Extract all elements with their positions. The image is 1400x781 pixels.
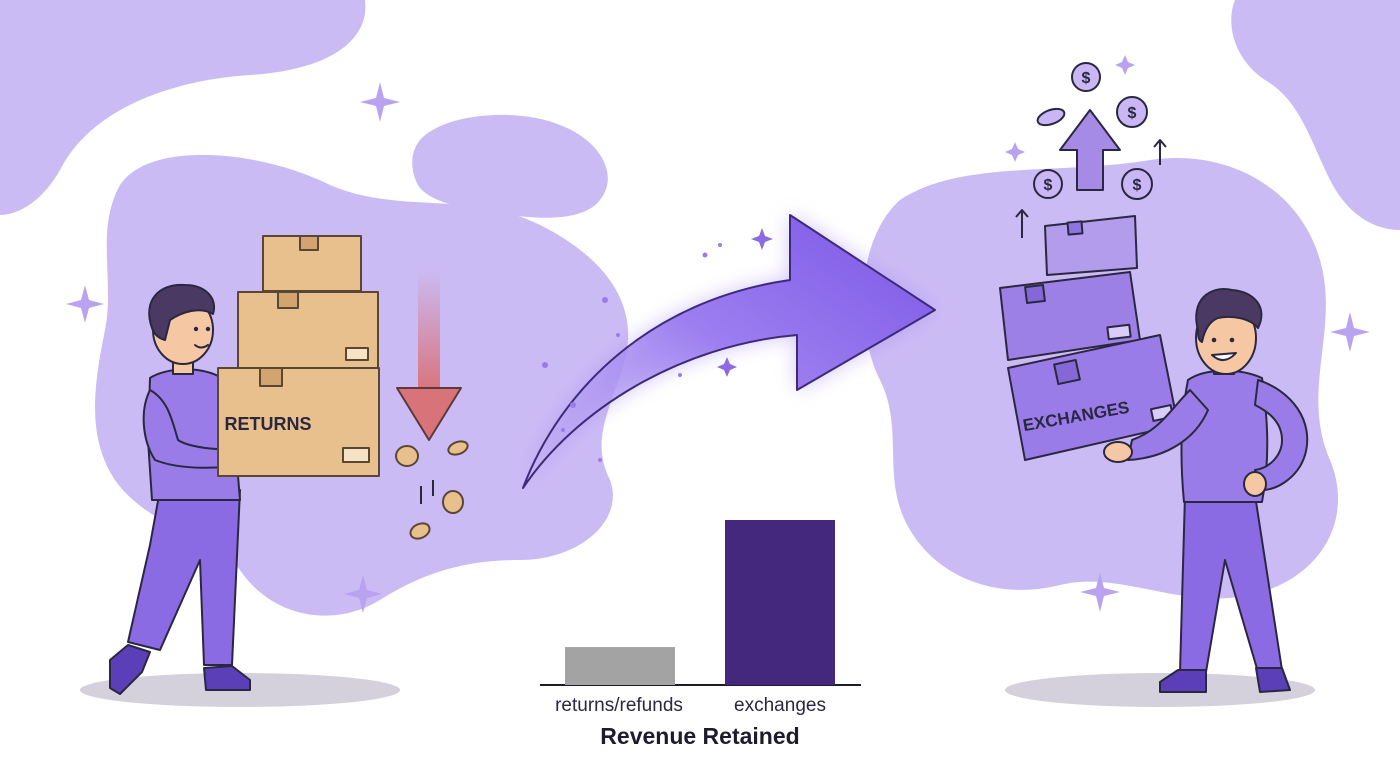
dollar-coin-icon	[1071, 62, 1101, 92]
bar-returns-refunds	[565, 647, 675, 685]
right-person-shoe	[1255, 667, 1291, 693]
left-person-eye	[193, 326, 199, 332]
coin-icon	[395, 445, 419, 467]
sparkle-icon	[717, 357, 737, 377]
left-person-eye	[205, 326, 211, 332]
dollar-sign: $	[1128, 105, 1137, 122]
revenue-gain-indicator: $ $ $ $	[1015, 62, 1167, 238]
dollar-sign: $	[1133, 177, 1142, 194]
small-up-arrow-icon	[1015, 209, 1029, 238]
down-arrow-shaft	[418, 270, 440, 392]
coin-icon	[1036, 107, 1066, 127]
right-person-hand	[1243, 471, 1267, 497]
box-tape	[1024, 283, 1046, 305]
right-person-shoe	[1159, 669, 1207, 693]
coin-icon	[447, 440, 469, 456]
box-tape	[277, 291, 299, 309]
box-tape	[299, 235, 319, 251]
box-top	[1044, 215, 1138, 276]
particle-dot	[561, 428, 565, 432]
particle-dot	[598, 458, 602, 462]
up-arrow-icon	[1059, 109, 1121, 191]
curved-arrow-icon	[522, 214, 936, 489]
dollar-sign: $	[1082, 70, 1091, 87]
right-person	[1103, 288, 1309, 693]
sparkle-icon	[1080, 572, 1120, 612]
box-tape	[259, 367, 283, 387]
sparkle-icon	[66, 285, 104, 323]
chart-title: Revenue Retained	[600, 723, 799, 749]
particle-dot	[616, 333, 620, 337]
left-person-shoe	[109, 644, 151, 695]
transition-arrow	[522, 214, 936, 489]
category-label: exchanges	[734, 695, 826, 716]
coin-icon	[442, 490, 464, 514]
left-person-mouth	[194, 344, 209, 349]
right-person-hand	[1103, 441, 1133, 463]
sparkle-icon	[344, 575, 382, 613]
small-up-arrow-icon	[1153, 139, 1167, 165]
returns-box-label: RETURNS	[224, 414, 311, 434]
right-person-smile	[1211, 352, 1237, 361]
particle-dot	[570, 402, 576, 408]
coin-icon	[409, 522, 431, 540]
particle-dot	[542, 362, 548, 368]
category-label: returns/refunds	[555, 695, 683, 716]
left-small-blob	[412, 114, 608, 218]
box-tape	[1066, 220, 1084, 236]
left-person-shoe	[203, 665, 251, 691]
revenue-loss-indicator	[395, 270, 469, 540]
dollar-coin-icon	[1116, 96, 1148, 128]
arrow-particles	[542, 243, 722, 462]
returns-box-stack	[217, 235, 380, 477]
exchanges-box-stack	[999, 215, 1179, 461]
sparkles	[66, 55, 1370, 613]
sparkle-icon	[360, 82, 400, 122]
box-tape	[1053, 358, 1081, 386]
sparkle-icon	[1005, 142, 1025, 162]
revenue-chart: Revenue Retained returns/refunds exchange…	[540, 520, 861, 749]
left-person-hair	[148, 283, 216, 341]
right-person-eye	[1229, 337, 1235, 343]
particle-dot	[702, 252, 708, 258]
down-arrow-icon	[396, 387, 462, 441]
particle-dot	[718, 243, 722, 247]
small-up-arrows	[1015, 139, 1167, 238]
dollar-coin-icon	[1121, 168, 1153, 200]
right-person-hair	[1195, 288, 1263, 343]
box-label-tag	[1106, 323, 1132, 341]
left-person-legs	[127, 489, 241, 666]
bar-exchanges	[725, 520, 835, 685]
top-right-blob	[1231, 0, 1400, 230]
particle-dot	[602, 297, 608, 303]
dollar-signs: $ $ $ $	[1044, 70, 1142, 194]
particle-dot	[678, 373, 682, 377]
dollar-coin-icon	[1033, 169, 1063, 199]
sparkle-icon	[751, 228, 773, 250]
sparkle-icon	[1330, 312, 1370, 352]
right-person-eye	[1211, 337, 1217, 343]
box-label-tag	[345, 347, 369, 361]
box-label-tag	[342, 447, 370, 463]
sparkle-icon	[1115, 55, 1135, 75]
top-left-blob	[0, 0, 366, 215]
rising-coins	[1033, 62, 1153, 200]
falling-coins	[395, 440, 469, 540]
dollar-sign: $	[1044, 177, 1053, 194]
